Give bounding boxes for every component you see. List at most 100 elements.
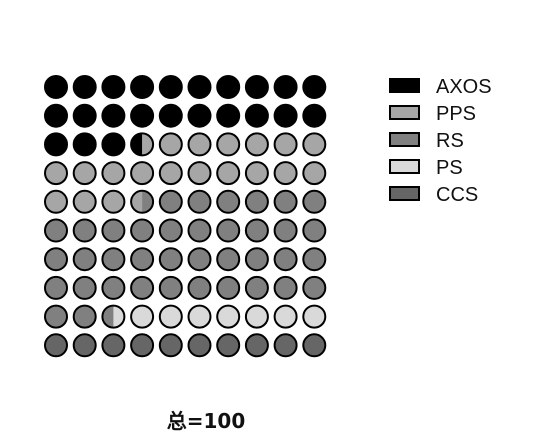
waffle-cell	[158, 275, 183, 300]
waffle-dot-outline	[72, 103, 97, 128]
waffle-dot-outline	[244, 275, 269, 300]
waffle-dot-outline	[216, 304, 241, 329]
waffle-cell	[44, 218, 68, 243]
waffle-dot-axos	[303, 76, 326, 98]
waffle-dot-axos	[131, 104, 154, 127]
legend-swatch-ccs	[389, 186, 420, 201]
waffle-dot-outline	[302, 189, 327, 214]
waffle-dot-rs	[188, 219, 211, 242]
waffle-cell	[44, 161, 68, 186]
waffle-dot-rs	[245, 276, 268, 299]
waffle-cell	[130, 75, 155, 99]
waffle-cell	[187, 333, 212, 358]
waffle-dot-ccs	[274, 334, 297, 357]
waffle-dot-outline	[101, 189, 126, 214]
waffle-cell	[273, 75, 298, 99]
waffle-cell	[244, 75, 269, 99]
waffle-dot-axos	[73, 76, 96, 98]
waffle-cell	[130, 161, 155, 186]
waffle-dot-outline	[101, 75, 126, 99]
waffle-dot-outline	[216, 333, 241, 358]
legend-label-ccs: CCS	[436, 184, 478, 206]
total-label: 总=100	[167, 409, 246, 433]
waffle-dot-rs	[73, 305, 96, 328]
waffle-cell	[72, 247, 97, 272]
waffle-dot-rs	[45, 276, 67, 299]
waffle-grid	[44, 75, 327, 358]
waffle-dot-outline	[244, 161, 269, 186]
waffle-cell	[244, 132, 269, 157]
waffle-dot-ps	[274, 305, 297, 328]
waffle-dot-outline	[72, 189, 97, 214]
waffle-dot-part-rs	[142, 190, 154, 213]
waffle-dot-pps	[217, 162, 240, 185]
waffle-dot-rs	[45, 248, 67, 271]
waffle-dot-pps	[274, 133, 297, 156]
waffle-cell	[216, 275, 241, 300]
waffle-dot-pps	[303, 162, 326, 185]
waffle-dot-rs	[303, 276, 326, 299]
waffle-dot-outline	[101, 275, 126, 300]
waffle-dot-axos	[102, 76, 125, 98]
waffle-cell	[72, 103, 97, 128]
waffle-dot-outline	[130, 132, 155, 157]
waffle-dot-pps	[245, 133, 268, 156]
waffle-cell	[273, 161, 298, 186]
waffle-dot-axos	[217, 76, 240, 98]
waffle-cell	[302, 304, 327, 329]
waffle-dot-axos	[245, 76, 268, 98]
waffle-dot-outline	[216, 189, 241, 214]
waffle-dot-outline	[187, 304, 212, 329]
waffle-dot-rs	[131, 219, 154, 242]
waffle-cell	[44, 304, 68, 329]
waffle-dot-axos	[102, 133, 125, 156]
waffle-cell	[72, 189, 97, 214]
waffle-dot-ps	[188, 305, 211, 328]
waffle-dot-outline	[187, 132, 212, 157]
waffle-dot-outline	[130, 103, 155, 128]
waffle-cell	[101, 75, 126, 99]
waffle-dot-pps	[73, 190, 96, 213]
waffle-cell	[187, 189, 212, 214]
waffle-dot-outline	[44, 333, 68, 358]
waffle-dot-pps	[217, 133, 240, 156]
waffle-dot-rs	[274, 190, 297, 213]
waffle-dot-outline	[244, 218, 269, 243]
waffle-cell	[44, 275, 68, 300]
waffle-dot-axos	[45, 133, 67, 156]
waffle-dot-outline	[302, 75, 327, 99]
waffle-cell	[273, 333, 298, 358]
waffle-dot-outline	[273, 333, 298, 358]
waffle-dot-pps	[159, 162, 182, 185]
waffle-dot-outline	[216, 132, 241, 157]
waffle-dot-outline	[158, 75, 183, 99]
waffle-dot-axos	[188, 104, 211, 127]
waffle-dot-outline	[158, 275, 183, 300]
waffle-cell	[216, 75, 241, 99]
waffle-dot-outline	[273, 189, 298, 214]
waffle-cell	[44, 75, 68, 99]
waffle-dot-rs	[45, 219, 67, 242]
waffle-dot-rs	[274, 219, 297, 242]
waffle-dot-outline	[273, 275, 298, 300]
waffle-dot-rs	[73, 219, 96, 242]
waffle-cell	[101, 189, 126, 214]
waffle-dot-rs	[102, 248, 125, 271]
waffle-dot-outline	[72, 247, 97, 272]
waffle-cell	[187, 103, 212, 128]
waffle-dot-outline	[244, 75, 269, 99]
waffle-dot-outline	[187, 247, 212, 272]
waffle-dot-rs	[73, 276, 96, 299]
waffle-dot-rs	[245, 190, 268, 213]
waffle-cell	[44, 189, 68, 214]
waffle-dot-outline	[158, 161, 183, 186]
waffle-dot-outline	[72, 218, 97, 243]
waffle-dot-outline	[187, 161, 212, 186]
waffle-dot-outline	[273, 132, 298, 157]
waffle-dot-outline	[302, 132, 327, 157]
waffle-cell	[216, 161, 241, 186]
waffle-dot-ps	[159, 305, 182, 328]
waffle-dot-outline	[187, 333, 212, 358]
waffle-dot-rs	[217, 248, 240, 271]
